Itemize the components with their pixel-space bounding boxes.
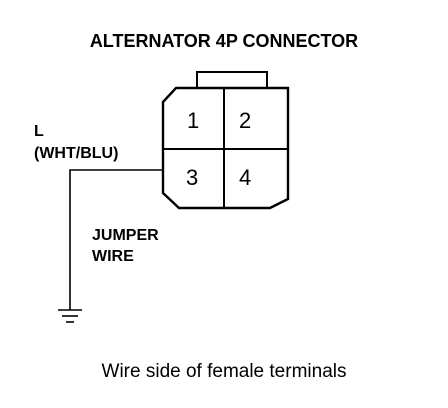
wire-color-label: (WHT/BLU)	[34, 145, 119, 162]
pin-3-label: 3	[186, 165, 199, 190]
diagram-title: ALTERNATOR 4P CONNECTOR	[89, 31, 359, 51]
jumper-label-line1: JUMPER	[92, 227, 159, 244]
connector-lock-tab	[196, 71, 268, 88]
jumper-label-line2: WIRE	[92, 248, 134, 265]
terminal-label: L	[34, 123, 44, 140]
pin-4-label: 4	[239, 165, 252, 190]
pin-2-label: 2	[239, 108, 252, 133]
pin-1-label: 1	[187, 108, 200, 133]
jumper-wire	[69, 169, 163, 310]
ground-icon	[58, 309, 82, 323]
diagram-caption: Wire side of female terminals	[101, 361, 347, 382]
